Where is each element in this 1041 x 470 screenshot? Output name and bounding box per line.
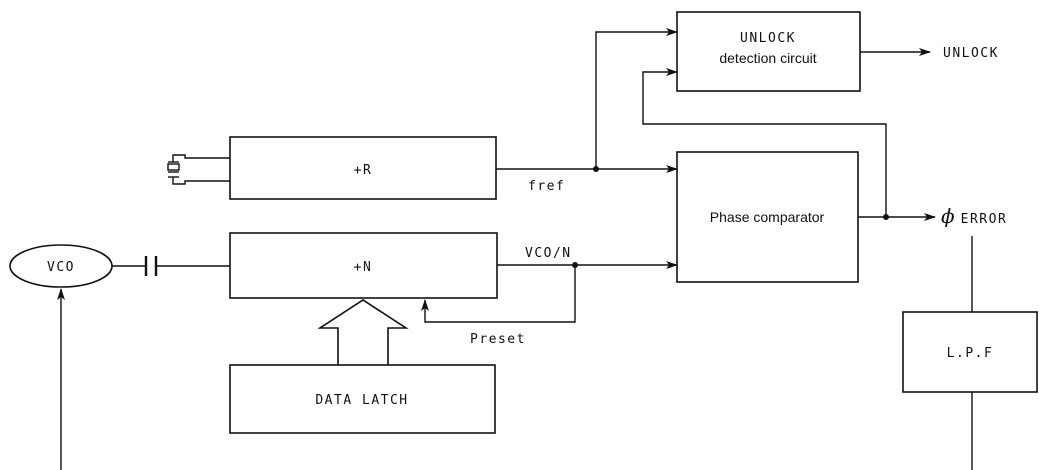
divider-n-label: +N	[354, 260, 373, 275]
divider-r-label: +R	[354, 163, 373, 178]
phase-comparator-block: Phase comparator	[676, 151, 859, 283]
vco-n-junction-dot	[572, 262, 578, 268]
capacitor-symbol	[144, 256, 158, 276]
wires	[57, 28, 973, 470]
error-to-unlock-wire	[642, 68, 887, 217]
vco-block: VCO	[9, 244, 113, 288]
phase-comparator-label: Phase comparator	[710, 209, 825, 225]
error-text: ERROR	[961, 212, 1008, 227]
unlock-detection-block: UNLOCK detection circuit	[676, 11, 861, 92]
error-junction-dot	[883, 214, 889, 220]
lpf-label: L.P.F	[947, 346, 994, 361]
fref-to-unlock-wire	[595, 28, 678, 169]
phase-error-label: ϕ ERROR	[941, 204, 1007, 228]
lpf-block: L.P.F	[902, 311, 1038, 393]
unlock-detection-subtitle: detection circuit	[719, 50, 816, 66]
data-latch-block: DATA LATCH	[229, 364, 496, 434]
data-latch-label: DATA LATCH	[315, 393, 408, 408]
vco-n-label: VCO/N	[525, 246, 572, 261]
data-bus-arrow	[317, 299, 409, 365]
preset-wire	[421, 265, 576, 323]
vco-label: VCO	[47, 260, 75, 275]
divider-n-block: +N	[229, 232, 498, 299]
unlock-detection-title: UNLOCK	[740, 31, 796, 46]
phi-symbol: ϕ	[941, 204, 955, 228]
crystal-symbol	[167, 154, 230, 185]
fref-label: fref	[528, 179, 565, 194]
fref-junction-dot	[593, 166, 599, 172]
preset-label: Preset	[470, 332, 526, 347]
unlock-output-label: UNLOCK	[943, 46, 999, 61]
divider-r-block: +R	[229, 136, 497, 200]
